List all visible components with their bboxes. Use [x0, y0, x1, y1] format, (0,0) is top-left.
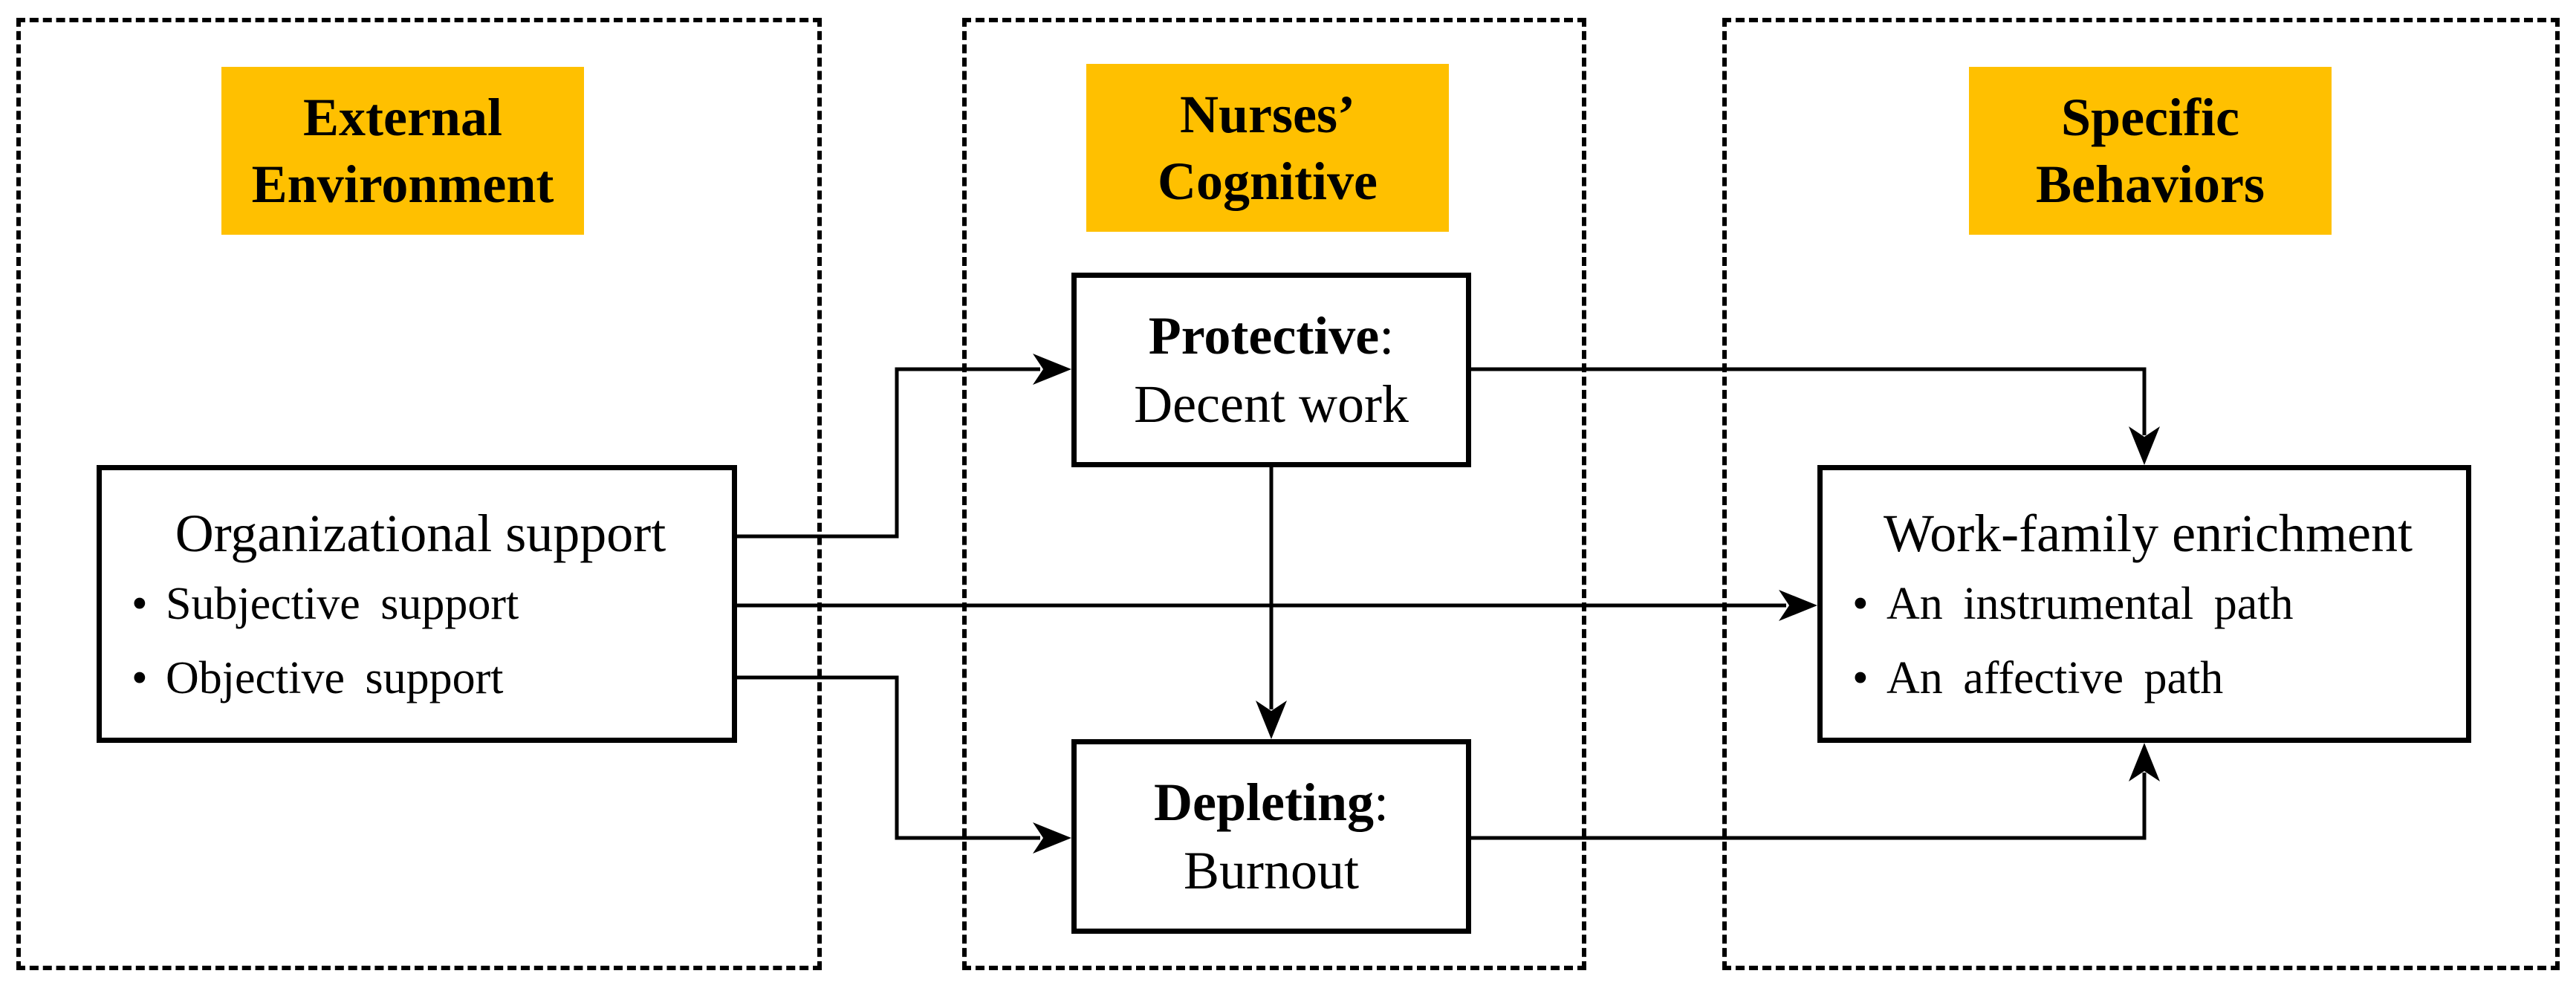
bullet-instrumental-path: • An instrumental path: [1852, 567, 2451, 641]
bullet-glyph: •: [1852, 653, 1869, 703]
burnout-label: Burnout: [1183, 841, 1359, 900]
header-behaviors-line-2: Behaviors: [2035, 155, 2265, 214]
organizational-support-bullets: • Subjective support • Objective support: [124, 567, 717, 715]
node-protective-decent-work: Protective: Decent work: [1071, 273, 1471, 467]
bullet-glyph: •: [132, 579, 148, 629]
node-work-family-enrichment: Work-family enrichment • An instrumental…: [1817, 465, 2471, 743]
bullet-affective-path: • An affective path: [1852, 641, 2451, 715]
bullet-objective-support: • Objective support: [132, 641, 717, 715]
node-depleting-burnout: Depleting: Burnout: [1071, 739, 1471, 934]
work-family-enrichment-title: Work-family enrichment: [1884, 504, 2413, 563]
affective-path-label: An affective path: [1886, 653, 2224, 703]
header-external-line-2: Environment: [251, 155, 554, 214]
work-family-enrichment-bullets: • An instrumental path • An affective pa…: [1845, 567, 2451, 715]
depleting-heading: Depleting:: [1154, 768, 1389, 836]
protective-label: Protective: [1148, 306, 1380, 365]
decent-work-label: Decent work: [1134, 374, 1409, 434]
header-behaviors-line-1: Specific: [2061, 88, 2239, 147]
node-organizational-support: Organizational support • Subjective supp…: [97, 465, 737, 743]
protective-heading: Protective:: [1149, 302, 1394, 370]
header-external-line-1: External: [303, 88, 502, 147]
header-nurses-cognitive: Nurses’ Cognitive: [1086, 64, 1449, 232]
bullet-subjective-support: • Subjective support: [132, 567, 717, 641]
header-cognitive-line-2: Cognitive: [1158, 152, 1378, 211]
header-cognitive-line-1: Nurses’: [1180, 85, 1355, 144]
panel-specific-behaviors: [1722, 18, 2560, 970]
header-external-environment: External Environment: [221, 67, 584, 235]
organizational-support-title: Organizational support: [175, 504, 666, 563]
bullet-glyph: •: [1852, 579, 1869, 629]
protective-separator: :: [1379, 306, 1395, 365]
header-specific-behaviors: Specific Behaviors: [1969, 67, 2332, 235]
objective-support-label: Objective support: [166, 653, 504, 703]
bullet-glyph: •: [132, 653, 148, 703]
subjective-support-label: Subjective support: [166, 579, 519, 629]
depleting-label: Depleting: [1154, 773, 1374, 832]
depleting-separator: :: [1373, 773, 1389, 832]
instrumental-path-label: An instrumental path: [1886, 579, 2294, 629]
